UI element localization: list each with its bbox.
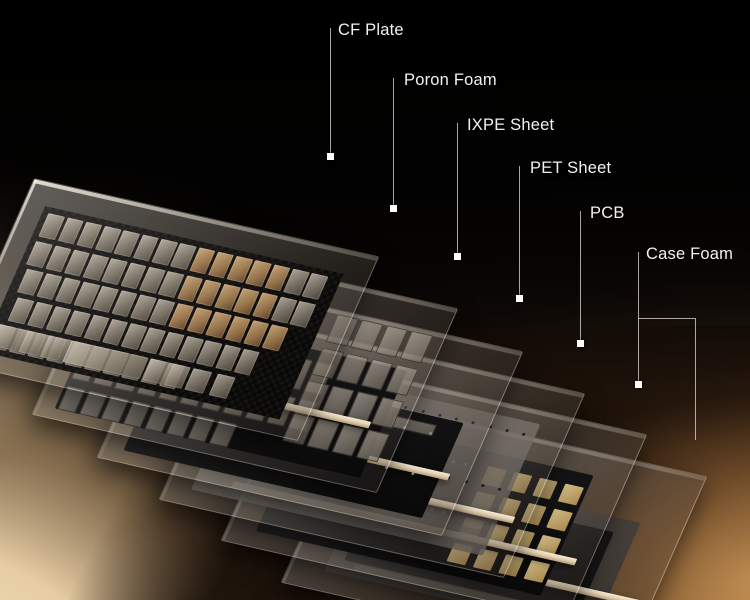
leader-line-pcb: [580, 211, 581, 343]
leader-branch-v-case-foam: [695, 318, 696, 440]
layer-label-poron-foam[interactable]: Poron Foam: [404, 71, 497, 89]
leader-marker-cf-plate[interactable]: [327, 153, 334, 160]
layer-label-case-foam[interactable]: Case Foam: [646, 245, 734, 263]
leader-line-poron-foam: [393, 78, 394, 208]
layer-label-pet-sheet[interactable]: PET Sheet: [530, 159, 612, 177]
leader-marker-case-foam[interactable]: [635, 381, 642, 388]
layer-label-cf-plate[interactable]: CF Plate: [338, 21, 404, 39]
leader-line-cf-plate: [330, 28, 331, 156]
leader-line-pet-sheet: [519, 166, 520, 298]
layer-label-pcb[interactable]: PCB: [590, 204, 625, 222]
layer-label-ixpe-sheet[interactable]: IXPE Sheet: [467, 116, 555, 134]
leader-line-ixpe-sheet: [457, 123, 458, 256]
leader-marker-pet-sheet[interactable]: [516, 295, 523, 302]
leader-marker-ixpe-sheet[interactable]: [454, 253, 461, 260]
leader-branch-h-case-foam: [638, 318, 695, 319]
leader-marker-poron-foam[interactable]: [390, 205, 397, 212]
leader-marker-pcb[interactable]: [577, 340, 584, 347]
